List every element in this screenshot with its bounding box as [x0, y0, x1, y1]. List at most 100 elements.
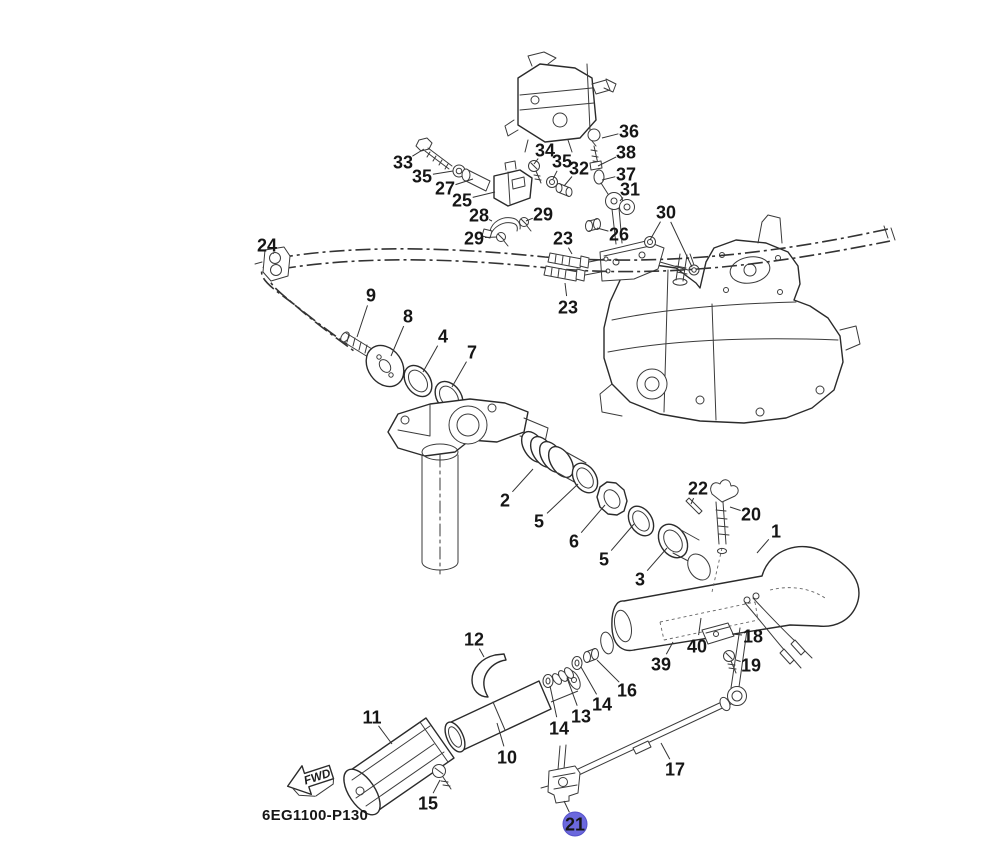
part-number-6: 6 [569, 531, 579, 551]
part-number-40: 40 [687, 636, 707, 656]
part-number-18: 18 [743, 626, 763, 646]
leader-line [488, 219, 493, 222]
part-number-11: 11 [362, 707, 381, 727]
leader-line [601, 176, 616, 181]
part-number-21[interactable]: 21 [565, 814, 585, 834]
part-number-7: 7 [467, 342, 477, 362]
leader-line [567, 247, 573, 255]
part-number-35: 35 [552, 151, 572, 171]
part-number-24: 24 [257, 235, 277, 255]
leader-line [670, 221, 693, 268]
leader-line [596, 227, 609, 232]
leader-line [660, 742, 671, 760]
leader-line [472, 191, 496, 198]
link-rod-parts [481, 217, 532, 247]
leader-line [455, 178, 474, 186]
part-number-29: 29 [464, 228, 484, 248]
part-number-10: 10 [497, 747, 517, 767]
leader-line [566, 677, 578, 706]
part-number-22: 22 [688, 478, 708, 498]
part-number-37: 37 [616, 164, 636, 184]
leader-line [432, 779, 441, 794]
leader-line [735, 659, 741, 662]
part-number-39: 39 [651, 654, 671, 674]
leader-line [597, 156, 617, 167]
carburetor [504, 51, 617, 153]
part-number-19: 19 [741, 655, 761, 675]
tiller-housing [600, 545, 860, 655]
part-number-26: 26 [609, 224, 629, 244]
part-number-1: 1 [771, 521, 781, 541]
leader-line [580, 504, 606, 534]
leader-line [690, 497, 695, 505]
selected-part-badge[interactable] [562, 811, 588, 837]
leader-line [596, 659, 620, 683]
leader-line [698, 617, 702, 636]
part-number-14: 14 [592, 694, 612, 714]
leader-line [525, 217, 533, 222]
leader-line [546, 483, 579, 514]
leader-line [756, 538, 770, 554]
leader-line [649, 221, 661, 241]
leader-line [729, 506, 741, 511]
part-number-34: 34 [535, 140, 555, 160]
leader-line [478, 648, 485, 658]
drawing-number: 6EG1100-P130 [262, 807, 368, 824]
leader-line [451, 361, 467, 388]
part-number-15: 15 [418, 793, 438, 813]
leader-line [665, 641, 674, 655]
leader-line [378, 725, 393, 745]
part-number-20: 20 [741, 504, 761, 524]
leader-line [731, 633, 743, 636]
leader-line [610, 523, 635, 551]
leader-line [484, 236, 498, 238]
part-number-3: 3 [635, 569, 645, 589]
leader-line [646, 547, 668, 572]
part-number-29: 29 [533, 204, 553, 224]
leader-line [552, 170, 558, 180]
part-number-32: 32 [569, 158, 589, 178]
cable-adjusters [543, 252, 611, 282]
leader-line [496, 722, 505, 747]
leader-line [564, 282, 568, 297]
steering-shaft-parts [520, 430, 700, 565]
grip-assembly [343, 648, 599, 816]
part-number-28: 28 [469, 205, 489, 225]
fwd-arrow: FWD [286, 764, 335, 797]
housing-mount-parts [685, 479, 813, 674]
leader-line [422, 345, 439, 373]
part-number-5: 5 [534, 511, 544, 531]
leader-line [432, 170, 454, 175]
friction-rod-assembly [540, 627, 748, 804]
part-number-9: 9 [366, 285, 376, 305]
leader-line [533, 158, 539, 165]
leader-line [412, 148, 425, 157]
part-number-16: 16 [617, 680, 637, 700]
part-number-30: 30 [656, 202, 676, 222]
part-number-8: 8 [403, 306, 413, 326]
part-number-23: 23 [558, 297, 578, 317]
part-number-23: 23 [553, 228, 573, 248]
leader-line [549, 685, 558, 718]
swivel-tube [421, 443, 459, 575]
leader-line [601, 133, 619, 139]
throttle-link-rod [586, 63, 635, 245]
leader-line [390, 325, 405, 357]
steering-bracket [387, 398, 549, 457]
part-number-36: 36 [619, 121, 639, 141]
part-number-31: 31 [620, 179, 640, 199]
part-number-38: 38 [616, 142, 636, 162]
leader-line [563, 176, 573, 187]
part-number-2: 2 [500, 490, 510, 510]
friction-piece-parts [415, 137, 573, 207]
part-number-5: 5 [599, 549, 609, 569]
part-number-14: 14 [549, 718, 569, 738]
leader-line [512, 468, 534, 493]
part-number-4: 4 [438, 326, 448, 346]
leader-line [272, 252, 275, 255]
leader-line [580, 666, 598, 695]
part-number-12: 12 [464, 629, 484, 649]
